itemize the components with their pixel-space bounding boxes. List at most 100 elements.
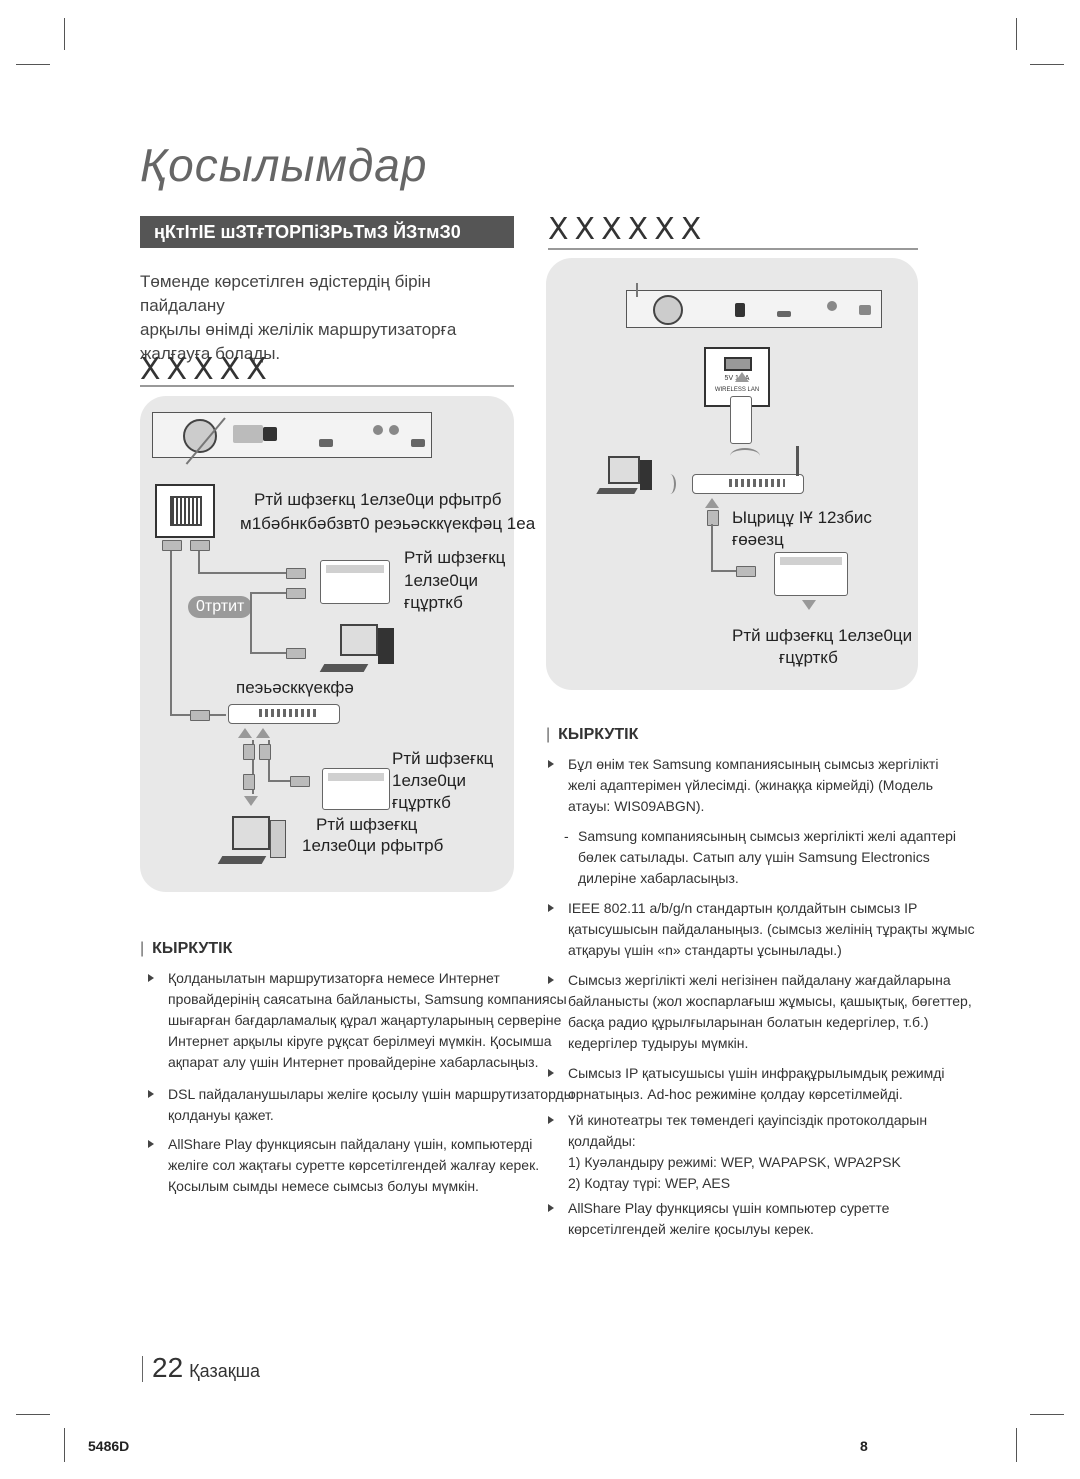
computer-icon <box>596 456 662 502</box>
cable <box>198 540 200 572</box>
cable <box>250 652 286 654</box>
label-pc: пеэьәсккүекфә <box>236 678 354 697</box>
cable-plug <box>190 540 210 551</box>
fan-icon <box>653 295 683 325</box>
cable <box>268 740 270 782</box>
cable-plug <box>286 588 306 599</box>
left-note-item: AllShare Play функциясын пайдалану үшін,… <box>148 1134 539 1197</box>
arrow-down <box>244 796 258 806</box>
fan-icon <box>183 419 217 453</box>
cable-plug <box>190 710 210 721</box>
right-section-heading: ⅩⅩⅩⅩⅩⅩ <box>548 212 708 247</box>
label-router-2-line3: ғцұрткб <box>392 793 451 812</box>
crop-mark <box>16 1414 50 1415</box>
cable-plug <box>162 540 182 551</box>
right-note-item: AllShare Play функциясы үшін компьютер с… <box>548 1198 889 1240</box>
router-device <box>774 552 848 596</box>
page-language: Қазақша <box>189 1361 261 1381</box>
label-connect-top-1: Ртй шфзеғкц 1елзе0ци рфытрб <box>254 490 502 509</box>
wireless-signal-icon <box>664 474 676 494</box>
right-note-item: IEEE 802.11 a/b/g/n стандартын қолдайтын… <box>548 898 975 961</box>
label-router-1-line2: 1елзе0ци <box>404 571 479 590</box>
cable <box>268 780 296 782</box>
cable-plug <box>736 566 756 577</box>
cable <box>711 570 737 572</box>
cable-plug <box>259 744 271 760</box>
wireless-router <box>692 474 804 494</box>
crop-mark <box>1030 64 1064 65</box>
arrow-up <box>256 728 270 738</box>
arrow-up <box>705 498 719 508</box>
wireless-signal-icon <box>730 448 760 464</box>
crop-mark <box>1016 18 1017 50</box>
intro-paragraph: Төменде көрсетілген әдістердің бірін пай… <box>140 270 520 366</box>
home-theater-receiver <box>626 290 882 328</box>
label-bottom-line2: 1елзе0ци рфытрб <box>302 836 444 855</box>
wireless-label-1-line2: ғөәезц <box>732 530 784 549</box>
right-note-item: Сымсыз IP қатысушысы үшін инфрақұрылымды… <box>548 1063 945 1105</box>
page-number-divider <box>142 1356 143 1382</box>
left-note-item: Қолданылатын маршрутизаторға немесе Инте… <box>148 968 567 1073</box>
cable-plug <box>286 648 306 659</box>
cable <box>636 283 638 297</box>
computer-icon <box>319 624 402 680</box>
label-router-1-line1: Ртй шфзеғкц <box>404 548 506 567</box>
cable <box>252 740 254 794</box>
port <box>373 425 383 435</box>
router-device <box>322 768 390 810</box>
crop-mark <box>64 18 65 50</box>
port <box>859 305 871 315</box>
usb-slot-icon <box>724 357 752 371</box>
left-subheading-rule <box>140 385 514 387</box>
label-router-2-line2: 1елзе0ци <box>392 771 467 790</box>
crop-mark <box>16 64 50 65</box>
label-connect-top-2: м1бәбнкбәбзвт0 реэьәсккүекфәц 1еа <box>240 514 536 533</box>
intro-line: Төменде көрсетілген әдістердің бірін пай… <box>140 272 431 315</box>
cable <box>170 540 172 716</box>
arrow-up <box>238 728 252 738</box>
lan-port-closeup <box>155 484 215 538</box>
port <box>319 439 333 447</box>
page-number-value: 22 <box>152 1352 184 1383</box>
left-note-item: DSL пайдаланушылары желіге қосылу үшін м… <box>148 1084 574 1126</box>
router-antenna <box>796 446 799 476</box>
modem-device <box>228 704 340 724</box>
crop-mark <box>1030 1414 1064 1415</box>
cable <box>711 524 713 572</box>
right-note-subitem: - Samsung компаниясының сымсыз жергілікт… <box>564 828 957 886</box>
cable <box>198 572 288 574</box>
port <box>827 301 837 311</box>
crop-mark <box>64 1428 65 1462</box>
wireless-label-2-line2: ғцұрткб <box>779 648 838 667</box>
left-note-heading: КЫРКУТІК <box>140 940 232 958</box>
footer-right: 8 <box>860 1438 868 1454</box>
cable <box>250 592 286 594</box>
port <box>389 425 399 435</box>
router-device <box>320 560 390 604</box>
intro-line: жалғауға болады. <box>140 344 281 363</box>
usb-port <box>735 303 745 317</box>
intro-line: арқылы өнімді желілік маршрутизаторға <box>140 320 457 339</box>
connection-option-badge: 0тртит <box>188 596 253 618</box>
cable-plug <box>243 744 255 760</box>
label-router-2-line1: Ртй шфзеғкц <box>392 749 494 768</box>
lan-port <box>263 427 277 441</box>
section-heading-bar: ңКтІтІЕ шЗТғТОРПіЗРьТмЗ ЙЗтмЗ0 <box>140 216 514 248</box>
cable-plug <box>290 776 310 787</box>
wireless-label-2-line1: Ртй шфзеғкц 1елзе0ци <box>732 626 913 645</box>
right-note-item: Үй кинотеатры тек төмендегі қауіпсіздік … <box>548 1110 927 1194</box>
label-router-1-line3: ғцұрткб <box>404 593 463 612</box>
right-note-item: Бұл өнім тек Samsung компаниясының сымсы… <box>548 754 938 817</box>
cable <box>250 592 252 654</box>
right-note-heading: КЫРКУТІК <box>546 726 638 744</box>
cable-plug <box>286 568 306 579</box>
cable-plug <box>243 774 255 790</box>
left-subheading: ⅩⅩⅩⅩⅩ <box>140 352 273 387</box>
cable-plug <box>707 510 719 526</box>
crop-mark <box>1016 1428 1017 1462</box>
port <box>233 425 263 443</box>
arrow-up <box>735 372 749 382</box>
wireless-label-1-line1: Ыцрицұ ІҰ 12збис <box>732 508 872 527</box>
wireless-lan-adapter <box>730 396 752 444</box>
page-title: Қосылымдар <box>140 139 428 191</box>
